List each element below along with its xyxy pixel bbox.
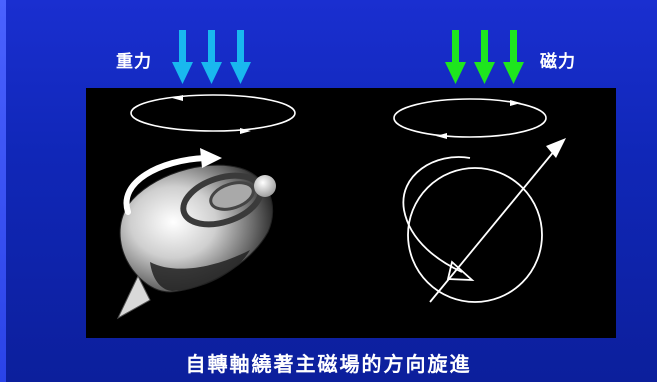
gravity-label: 重力 (116, 47, 152, 72)
gravity-precession-ellipse (131, 95, 295, 134)
magnetic-label: 磁力 (540, 47, 576, 72)
gravity-arrow-icon (172, 30, 193, 84)
magnetic-precession-ellipse (394, 99, 546, 139)
precessing-sphere-icon (403, 138, 566, 302)
spinning-top-icon (118, 148, 276, 318)
magnetic-arrow-icon (445, 30, 466, 84)
gravity-arrows (172, 30, 251, 84)
magnetic-arrows (445, 30, 524, 84)
magnetic-arrow-icon (503, 30, 524, 84)
caption: 自轉軸繞著主磁場的方向旋進 (0, 348, 657, 377)
gravity-arrow-icon (230, 30, 251, 84)
gravity-arrow-icon (201, 30, 222, 84)
magnetic-arrow-icon (474, 30, 495, 84)
